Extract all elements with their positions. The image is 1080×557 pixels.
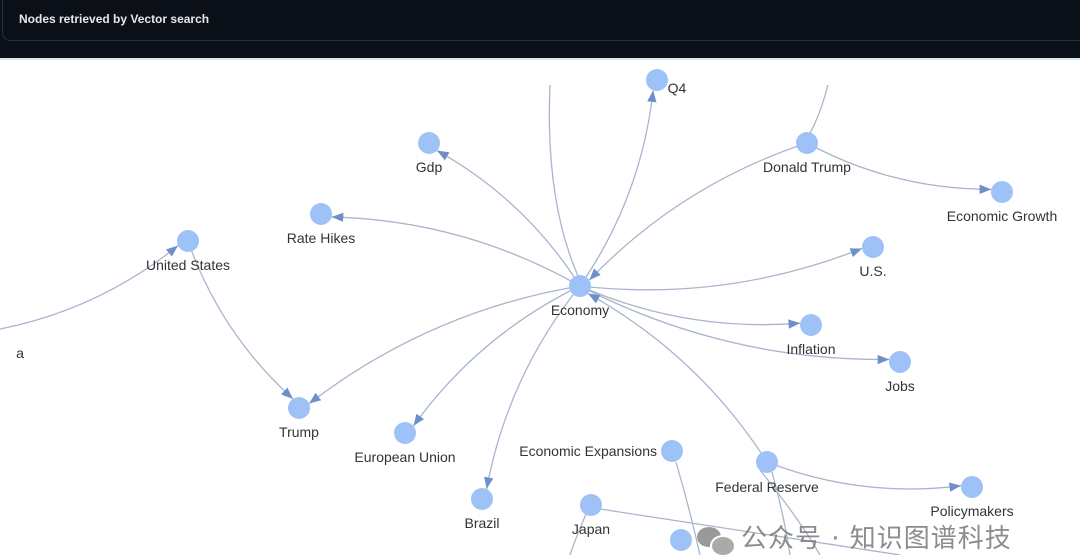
node-circle[interactable] <box>961 476 983 498</box>
graph-node-economy[interactable]: Economy <box>551 275 609 318</box>
edge-economy-brazil <box>484 285 581 490</box>
node-label: Economy <box>551 302 609 318</box>
offscreen-edges <box>548 84 901 555</box>
graph-node-fed[interactable]: Federal Reserve <box>715 451 819 495</box>
node-circle[interactable] <box>889 351 911 373</box>
graph-node-japan[interactable]: Japan <box>572 494 610 537</box>
graph-node-trump[interactable]: Trump <box>279 397 319 440</box>
graph-node-policymakers[interactable]: Policymakers <box>930 476 1014 519</box>
node-label: Donald Trump <box>763 159 851 175</box>
edge-economy-us <box>579 247 863 291</box>
node-label: Trump <box>279 424 319 440</box>
node-circle[interactable] <box>471 488 493 510</box>
graph-node-econgrowth[interactable]: Economic Growth <box>947 181 1057 224</box>
node-circle[interactable] <box>862 236 884 258</box>
node-label: United States <box>146 257 230 273</box>
watermark-text: 公众号 · 知识图谱科技 <box>741 524 1012 554</box>
edge-economy-inflation <box>579 285 801 329</box>
node-label: European Union <box>354 449 455 465</box>
node-circle[interactable] <box>756 451 778 473</box>
edge-fed-economy <box>587 292 768 463</box>
node-label: Q4 <box>668 80 687 96</box>
graph-node-donaldtrump[interactable]: Donald Trump <box>763 132 851 175</box>
graph-node-gdp[interactable]: Gdp <box>416 132 443 175</box>
node-label: Federal Reserve <box>715 479 819 495</box>
graph-node-leftcut[interactable]: a <box>16 345 24 361</box>
node-label: Japan <box>572 521 610 537</box>
graph-node-jobs[interactable]: Jobs <box>885 351 915 394</box>
edge-economy-jobs <box>579 285 890 365</box>
node-label: Economic Expansions <box>519 443 657 459</box>
edge-economy-eu <box>412 285 581 427</box>
node-circle[interactable] <box>569 275 591 297</box>
node-label: Jobs <box>885 378 915 394</box>
graph-node-brazil[interactable]: Brazil <box>464 488 500 531</box>
node-circle[interactable] <box>800 314 822 336</box>
graph-node-us[interactable]: U.S. <box>859 236 887 279</box>
graph-node-unlabeled[interactable] <box>670 529 692 551</box>
graph-node-unitedstates[interactable]: United States <box>146 230 230 273</box>
edge-economy-q4 <box>579 90 657 287</box>
node-label: Economic Growth <box>947 208 1057 224</box>
node-circle[interactable] <box>394 422 416 444</box>
graph-node-ratehikes[interactable]: Rate Hikes <box>287 203 355 246</box>
edge-donaldtrump-economy <box>588 142 808 281</box>
node-circle[interactable] <box>991 181 1013 203</box>
node-label: Brazil <box>464 515 499 531</box>
header-title: Nodes retrieved by Vector search <box>19 12 210 26</box>
node-circle[interactable] <box>646 69 668 91</box>
node-circle[interactable] <box>418 132 440 154</box>
edge-economy-trump <box>308 285 581 405</box>
edge-economy-ratehikes <box>331 212 581 287</box>
node-circle[interactable] <box>310 203 332 225</box>
edge-leftcut-unitedstates <box>0 245 179 330</box>
edge-fed-policymakers <box>766 461 962 492</box>
results-header: Nodes retrieved by Vector search <box>2 0 1080 41</box>
graph-node-q4[interactable]: Q4 <box>646 69 687 96</box>
wechat-icon <box>697 525 736 557</box>
node-label: U.S. <box>859 263 886 279</box>
watermark: 公众号 · 知识图谱科技 <box>697 524 1012 557</box>
node-circle[interactable] <box>288 397 310 419</box>
node-label: a <box>16 345 24 361</box>
node-circle[interactable] <box>796 132 818 154</box>
node-label: Policymakers <box>930 503 1013 519</box>
edge-unitedstates-trump <box>187 240 294 400</box>
node-circle[interactable] <box>670 529 692 551</box>
graph-node-eu[interactable]: European Union <box>354 422 456 465</box>
node-label: Inflation <box>786 341 835 357</box>
node-circle[interactable] <box>177 230 199 252</box>
node-label: Gdp <box>416 159 443 175</box>
graph-node-inflation[interactable]: Inflation <box>786 314 836 357</box>
edge-economy-gdp <box>436 149 581 287</box>
node-label: Rate Hikes <box>287 230 355 246</box>
node-circle[interactable] <box>580 494 602 516</box>
node-circle[interactable] <box>661 440 683 462</box>
graph-node-econexp[interactable]: Economic Expansions <box>519 440 683 462</box>
edge-donaldtrump-econgrowth <box>806 142 992 195</box>
